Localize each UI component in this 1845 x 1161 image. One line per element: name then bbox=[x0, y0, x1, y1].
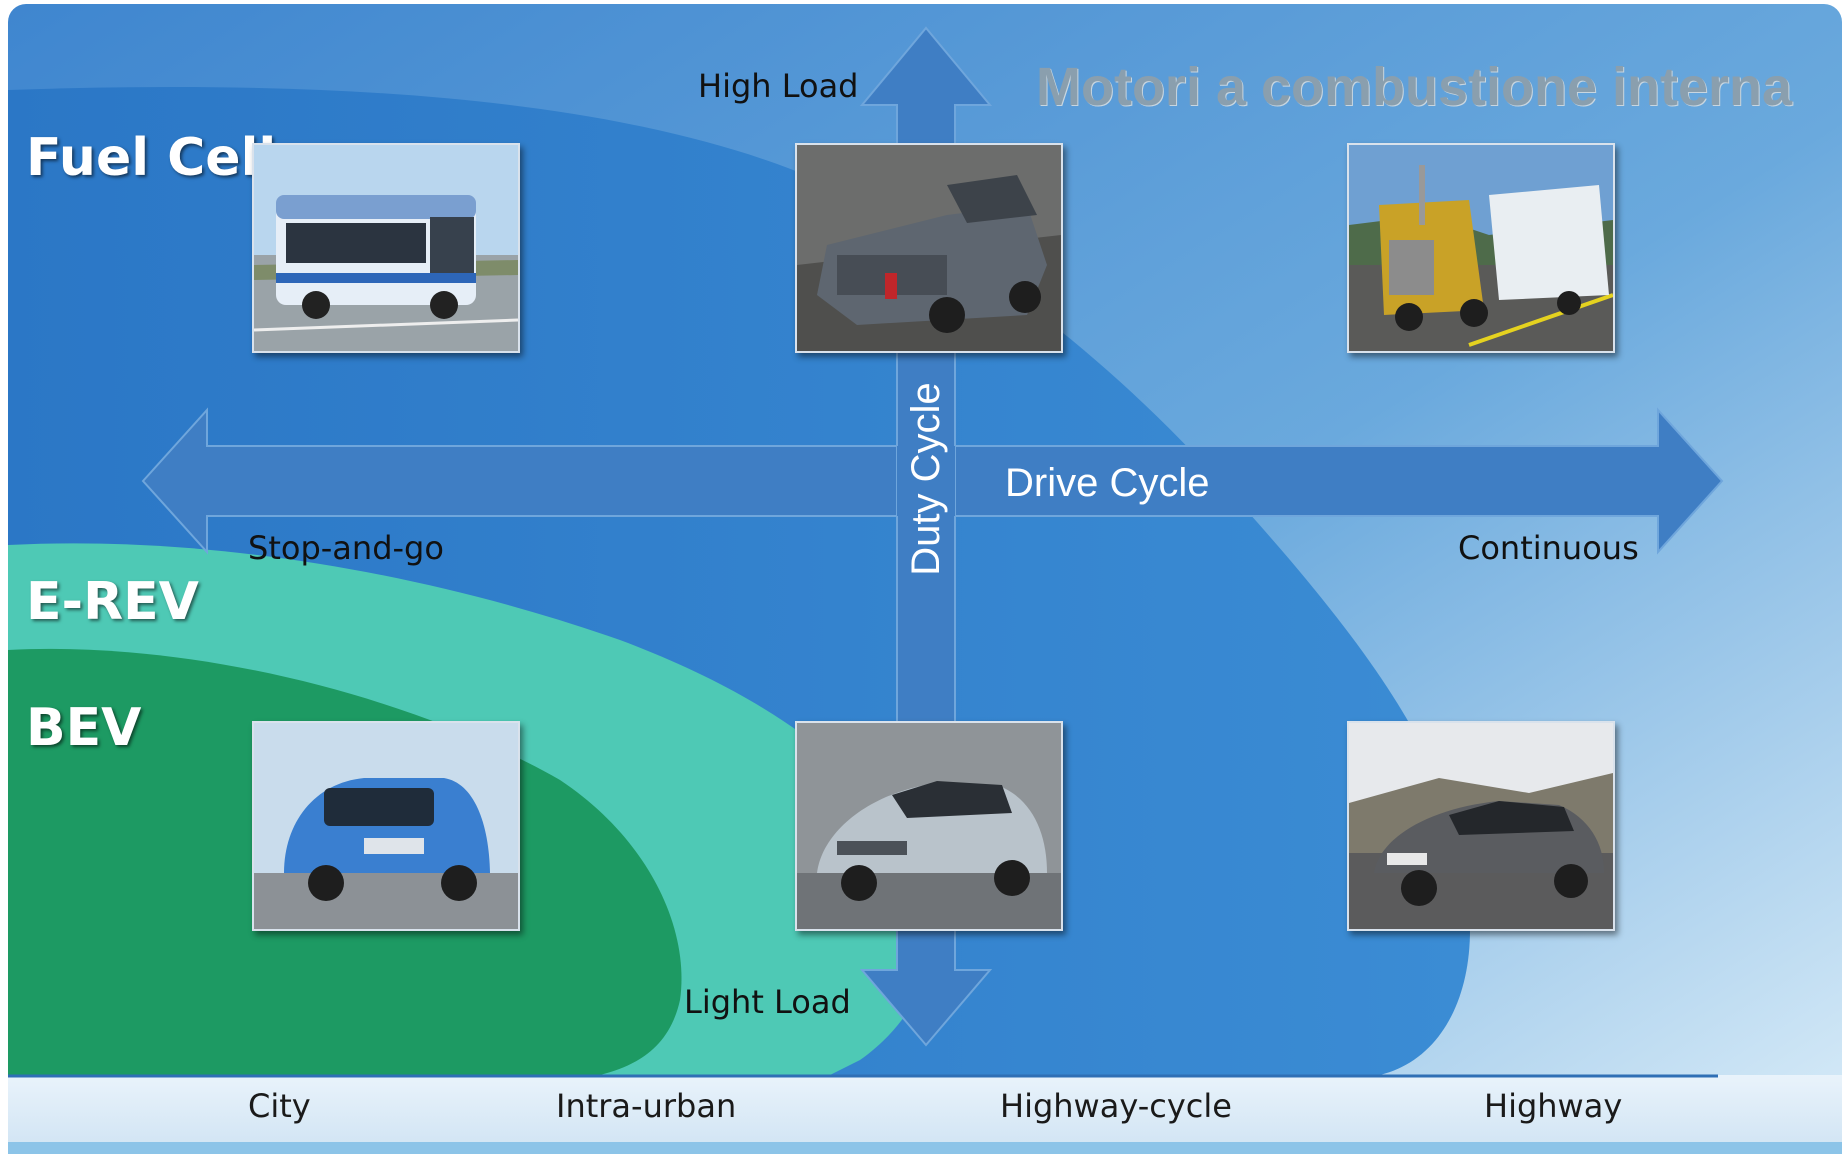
bottom-label-highway: Highway bbox=[1484, 1087, 1623, 1125]
drive-cycle-label: Drive Cycle bbox=[1005, 461, 1210, 505]
pickup-truck-photo bbox=[795, 143, 1063, 353]
hatchback-car-photo bbox=[795, 721, 1063, 931]
bottom-label-highway-cycle: Highway-cycle bbox=[1000, 1087, 1232, 1125]
stop-and-go-label: Stop-and-go bbox=[248, 529, 444, 567]
bottom-band bbox=[8, 1075, 1842, 1154]
hydrogen-bus-photo bbox=[252, 143, 520, 353]
continuous-label: Continuous bbox=[1458, 529, 1639, 567]
erev-label: E-REV bbox=[26, 572, 199, 632]
arrow-crossing bbox=[897, 446, 955, 516]
duty-cycle-arrow bbox=[859, 26, 993, 1047]
compact-car-photo bbox=[252, 721, 520, 931]
fuel-cell-label: Fuel Cell bbox=[26, 128, 277, 188]
semi-truck-photo bbox=[1347, 143, 1615, 353]
duty-cycle-label: Duty Cycle bbox=[904, 382, 948, 576]
bottom-edge bbox=[8, 1142, 1842, 1154]
high-load-label: High Load bbox=[698, 67, 859, 105]
sedan-car-photo bbox=[1347, 721, 1615, 931]
light-load-label: Light Load bbox=[684, 983, 851, 1021]
diagram-title: Motori a combustione interna bbox=[1036, 57, 1793, 117]
bottom-label-intra-urban: Intra-urban bbox=[556, 1087, 737, 1125]
bottom-label-city: City bbox=[248, 1087, 311, 1125]
bev-label: BEV bbox=[26, 698, 142, 758]
